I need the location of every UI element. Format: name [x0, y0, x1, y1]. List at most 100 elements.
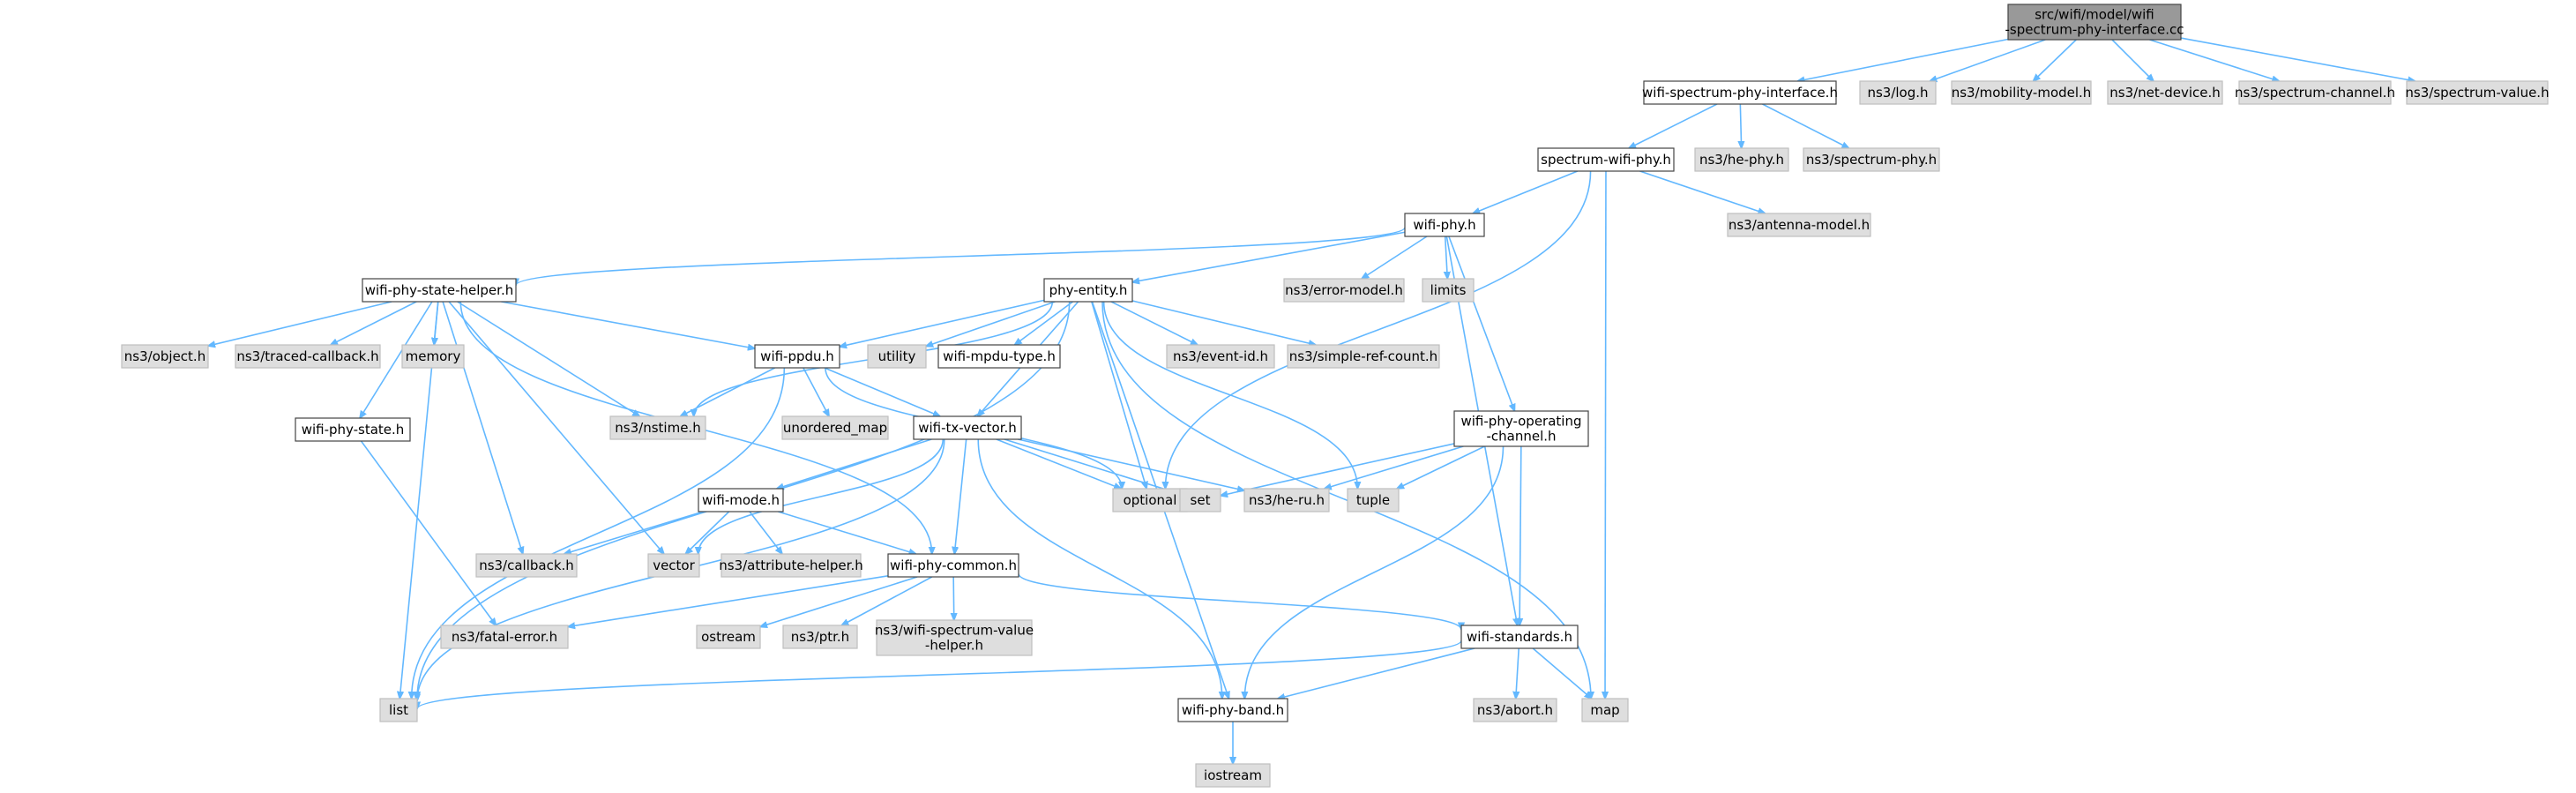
node-label-spectrumchannel: ns3/spectrum-channel.h [2235, 85, 2395, 101]
node-box-antenna [1727, 213, 1871, 237]
edge-swphy-to-antenna [1639, 170, 1765, 213]
node-box-ptr [782, 625, 858, 649]
edge-wifippdu-to-txvector [824, 367, 940, 416]
node-fatalerror: ns3/fatal-error.h [440, 625, 569, 649]
node-box-object [121, 344, 209, 369]
nodes-layer: src/wifi/model/wifi-spectrum-phy-interfa… [121, 4, 2550, 788]
edge-txvector-to-wifimode [777, 438, 932, 489]
node-wifiphystate[interactable]: wifi-phy-state.h [295, 417, 411, 442]
node-box-map [1581, 698, 1629, 722]
edge-txvector-to-optional [996, 438, 1121, 489]
node-box-wifiphy [1404, 213, 1485, 237]
edge-wifimode-to-callback [564, 511, 704, 554]
node-standards[interactable]: wifi-standards.h [1460, 625, 1579, 649]
node-box-netdevice [2107, 80, 2223, 105]
edge-opchannel-to-tuple [1397, 445, 1485, 489]
edge-root-to-log [1930, 39, 2046, 81]
node-box-log [1859, 80, 1937, 105]
edge-opchannel-to-heru [1325, 445, 1464, 489]
edge-wpsh-to-tracedcb [331, 301, 417, 345]
node-label-vector: vector [653, 557, 695, 573]
edge-wifippdu-to-unorderedmap [803, 367, 829, 416]
node-list: list [379, 698, 418, 722]
edge-wpsh-to-callback [442, 301, 523, 554]
node-box-spectrumchannel [2238, 80, 2392, 105]
edge-swphy-to-wifiphy [1473, 170, 1579, 213]
edge-standards-to-map [1532, 647, 1592, 699]
node-box-errormodel [1283, 278, 1405, 303]
node-label-list: list [389, 702, 408, 718]
edge-wifiphy-to-phyentity [1132, 231, 1406, 282]
node-optional: optional [1112, 488, 1188, 512]
node-wpsh[interactable]: wifi-phy-state-helper.h [362, 278, 517, 303]
node-label-wsphi: wifi-spectrum-phy-interface.h [1642, 85, 1838, 101]
node-wifiphy[interactable]: wifi-phy.h [1404, 213, 1485, 237]
node-box-root [2007, 4, 2182, 41]
node-box-iostream [1195, 763, 1271, 788]
node-netdevice: ns3/net-device.h [2107, 80, 2223, 105]
node-label-abort: ns3/abort.h [1477, 702, 1553, 718]
edge-root-to-mobility [2033, 39, 2077, 81]
node-label-optional: optional [1124, 492, 1177, 508]
edge-phycommon-to-fatalerror [568, 574, 889, 627]
node-label-mpdutype: wifi-mpdu-type.h [943, 348, 1056, 364]
node-ptr: ns3/ptr.h [782, 625, 858, 649]
edge-wpsh-to-object [208, 301, 392, 346]
edge-wpsh-to-nstime [457, 301, 640, 416]
node-errormodel: ns3/error-model.h [1283, 278, 1405, 303]
node-box-txvector [913, 415, 1022, 440]
edge-phyentity-to-wifippdu [840, 299, 1045, 347]
edge-wifiphystate-to-fatalerror [360, 440, 497, 625]
edge-standards-to-abort [1516, 647, 1519, 699]
edge-phycommon-to-ostream [760, 576, 918, 627]
node-label-callback: ns3/callback.h [479, 557, 574, 573]
node-box-utility [867, 344, 927, 369]
node-opchannel[interactable]: wifi-phy-operating-channel.h [1453, 410, 1589, 447]
edge-wifiphy-to-opchannel [1448, 236, 1515, 411]
edge-root-to-spectrumchannel [2149, 39, 2280, 81]
edge-phyentity-to-eventid [1110, 301, 1198, 345]
node-label-opchannel: -channel.h [1486, 429, 1556, 445]
edge-wifiphy-to-wpsh [516, 227, 1406, 285]
node-box-wsphi [1643, 80, 1837, 105]
node-tuple: tuple [1347, 488, 1400, 512]
node-box-nstime [609, 415, 706, 440]
edge-txvector-to-phycommon [954, 438, 967, 554]
node-label-wifimode: wifi-mode.h [702, 492, 780, 508]
node-box-callback [475, 553, 578, 578]
node-label-map: map [1590, 702, 1619, 718]
node-box-hephy [1694, 147, 1789, 172]
node-label-tracedcb: ns3/traced-callback.h [236, 348, 378, 364]
node-box-ostream [696, 625, 761, 649]
edge-txvector-to-set [1004, 438, 1180, 494]
node-phycommon[interactable]: wifi-phy-common.h [887, 553, 1019, 578]
node-box-spectrumphy [1803, 147, 1940, 172]
edge-standards-to-phyband [1278, 647, 1475, 699]
edge-phycommon-to-standards [1018, 572, 1461, 629]
node-phyentity[interactable]: phy-entity.h [1043, 278, 1133, 303]
node-limits: limits [1422, 278, 1475, 303]
node-box-limits [1422, 278, 1475, 303]
node-label-opchannel: wifi-phy-operating [1461, 414, 1582, 430]
node-box-standards [1460, 625, 1579, 649]
edge-phycommon-to-svhelper [953, 576, 954, 620]
node-label-phycommon: wifi-phy-common.h [890, 557, 1017, 573]
node-label-wpsh: wifi-phy-state-helper.h [365, 282, 513, 298]
node-heru: ns3/he-ru.h [1243, 488, 1330, 512]
node-txvector[interactable]: wifi-tx-vector.h [913, 415, 1022, 440]
edge-phycommon-to-ptr [841, 576, 933, 625]
node-swphy[interactable]: spectrum-wifi-phy.h [1537, 147, 1675, 172]
node-wifippdu[interactable]: wifi-ppdu.h [754, 344, 840, 369]
node-wifimode[interactable]: wifi-mode.h [698, 488, 784, 512]
node-phyband[interactable]: wifi-phy-band.h [1177, 698, 1288, 722]
node-label-wifippdu: wifi-ppdu.h [760, 348, 834, 364]
node-label-errormodel: ns3/error-model.h [1285, 282, 1403, 298]
node-label-spectrumvalue: ns3/spectrum-value.h [2405, 85, 2549, 101]
node-ostream: ostream [696, 625, 761, 649]
node-wsphi[interactable]: wifi-spectrum-phy-interface.h [1642, 80, 1838, 105]
node-box-mobility [1951, 80, 2092, 105]
node-box-vector [647, 553, 700, 578]
node-mpdutype[interactable]: wifi-mpdu-type.h [937, 344, 1061, 369]
node-label-memory: memory [406, 348, 461, 364]
